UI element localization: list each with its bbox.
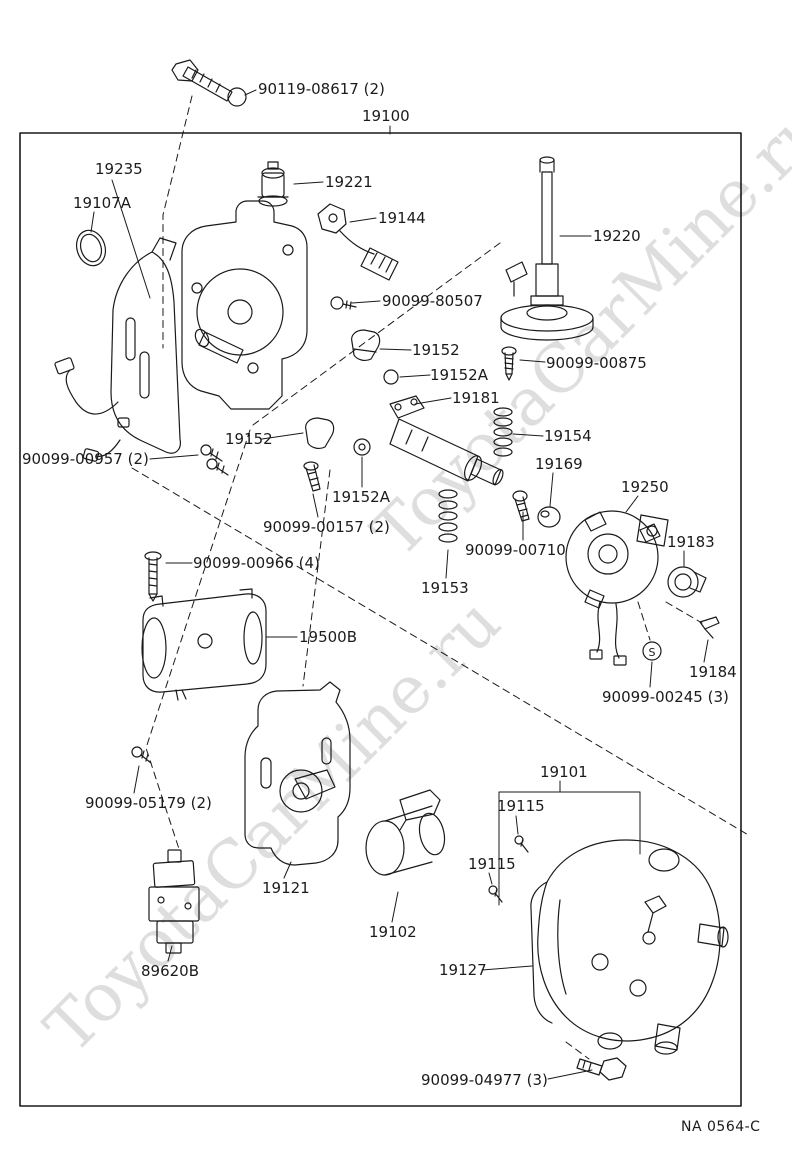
part-drawing-screw-00966 bbox=[144, 551, 162, 602]
part-drawing-snapring-19152A-upper bbox=[383, 369, 399, 385]
part-label-19152-lower: 19152 bbox=[225, 430, 273, 448]
part-label-19152-upper: 19152 bbox=[412, 341, 460, 359]
part-drawing-rotor-19250 bbox=[565, 510, 669, 666]
part-drawing-bolt-90119 bbox=[171, 59, 247, 107]
part-drawing-oring-19107A bbox=[75, 229, 107, 267]
part-drawing-housing-body bbox=[181, 195, 308, 410]
part-drawing-bolt-19115-lower bbox=[488, 885, 503, 903]
part-drawing-spring-19154 bbox=[493, 407, 513, 457]
part-label-19115-lower: 19115 bbox=[468, 855, 516, 873]
part-drawing-cap-19127 bbox=[530, 839, 729, 1055]
part-label-90099-00957: 90099-00957 (2) bbox=[22, 450, 149, 468]
part-label-19250: 19250 bbox=[621, 478, 669, 496]
part-label-19154: 19154 bbox=[544, 427, 592, 445]
part-drawing-housing-19121 bbox=[244, 681, 351, 866]
part-drawing-shaft-19181 bbox=[389, 395, 504, 486]
part-drawing-screw-05179 bbox=[131, 746, 152, 764]
part-drawing-screw-s-00245: S bbox=[642, 641, 662, 661]
part-drawing-19144 bbox=[317, 203, 399, 281]
part-label-19220: 19220 bbox=[593, 227, 641, 245]
dashed-guides bbox=[131, 95, 751, 1060]
part-drawing-bracket-19235 bbox=[54, 237, 181, 462]
part-drawing-19152-lower bbox=[305, 417, 335, 449]
part-drawing-19169 bbox=[537, 506, 561, 528]
part-label-90099-80507: 90099-80507 bbox=[382, 292, 483, 310]
part-label-19221: 19221 bbox=[325, 173, 373, 191]
part-label-19115-upper: 19115 bbox=[497, 797, 545, 815]
part-label-19152A-upper: 19152A bbox=[430, 366, 488, 384]
part-drawing-19183 bbox=[667, 566, 707, 598]
frame-border bbox=[19, 132, 742, 1107]
part-drawing-bolt-04977 bbox=[576, 1057, 627, 1081]
part-label-19100: 19100 bbox=[362, 107, 410, 125]
part-drawing-screws-00957 bbox=[200, 444, 229, 476]
part-drawing-bolt-19115-upper bbox=[514, 835, 529, 853]
doc-code: NA 0564-C bbox=[681, 1119, 761, 1135]
part-label-19144: 19144 bbox=[378, 209, 426, 227]
part-label-90099-00245: 90099-00245 (3) bbox=[602, 688, 729, 706]
part-drawing-coil-19500B bbox=[141, 588, 267, 701]
part-label-19107A: 19107A bbox=[73, 194, 131, 212]
part-label-19500B: 19500B bbox=[299, 628, 358, 646]
part-label-90119-08617: 90119-08617 (2) bbox=[258, 80, 385, 98]
part-drawing-screw-00157 bbox=[303, 461, 321, 492]
part-label-19183: 19183 bbox=[667, 533, 715, 551]
part-drawing-shaft-19220 bbox=[500, 156, 594, 341]
part-label-90099-00966: 90099-00966 (4) bbox=[193, 554, 320, 572]
part-label-19184: 19184 bbox=[689, 663, 737, 681]
part-label-90099-00710: 90099-00710 bbox=[465, 541, 566, 559]
part-label-90099-00157: 90099-00157 (2) bbox=[263, 518, 390, 536]
part-label-90099-00875: 90099-00875 bbox=[546, 354, 647, 372]
part-label-90099-04977: 90099-04977 (3) bbox=[421, 1071, 548, 1089]
part-label-19169: 19169 bbox=[535, 455, 583, 473]
part-drawing-screw-00875 bbox=[501, 346, 517, 381]
screw-size-marker: S bbox=[649, 646, 656, 659]
part-label-19121: 19121 bbox=[262, 879, 310, 897]
part-label-19181: 19181 bbox=[452, 389, 500, 407]
part-label-19235: 19235 bbox=[95, 160, 143, 178]
part-label-90099-05179: 90099-05179 (2) bbox=[85, 794, 212, 812]
part-drawing-screw-80507 bbox=[330, 296, 357, 310]
part-drawing-clip-19184 bbox=[699, 616, 720, 639]
part-drawing-washer-19152A-lower bbox=[353, 438, 371, 456]
part-label-19102: 19102 bbox=[369, 923, 417, 941]
part-drawing-spring-19153 bbox=[438, 489, 458, 543]
part-label-19127: 19127 bbox=[439, 961, 487, 979]
part-drawing-screw-00710 bbox=[512, 490, 530, 522]
part-drawing-igniter-89620B bbox=[148, 849, 200, 954]
leader-lines bbox=[90, 89, 709, 1080]
part-drawing-19221 bbox=[257, 161, 289, 198]
part-label-19153: 19153 bbox=[421, 579, 469, 597]
part-drawing-19152-upper bbox=[351, 329, 381, 361]
part-label-19101: 19101 bbox=[540, 763, 588, 781]
part-drawing-coupling-19102 bbox=[365, 789, 446, 876]
part-label-19152A-lower: 19152A bbox=[332, 488, 390, 506]
part-label-89620B: 89620B bbox=[141, 962, 200, 980]
